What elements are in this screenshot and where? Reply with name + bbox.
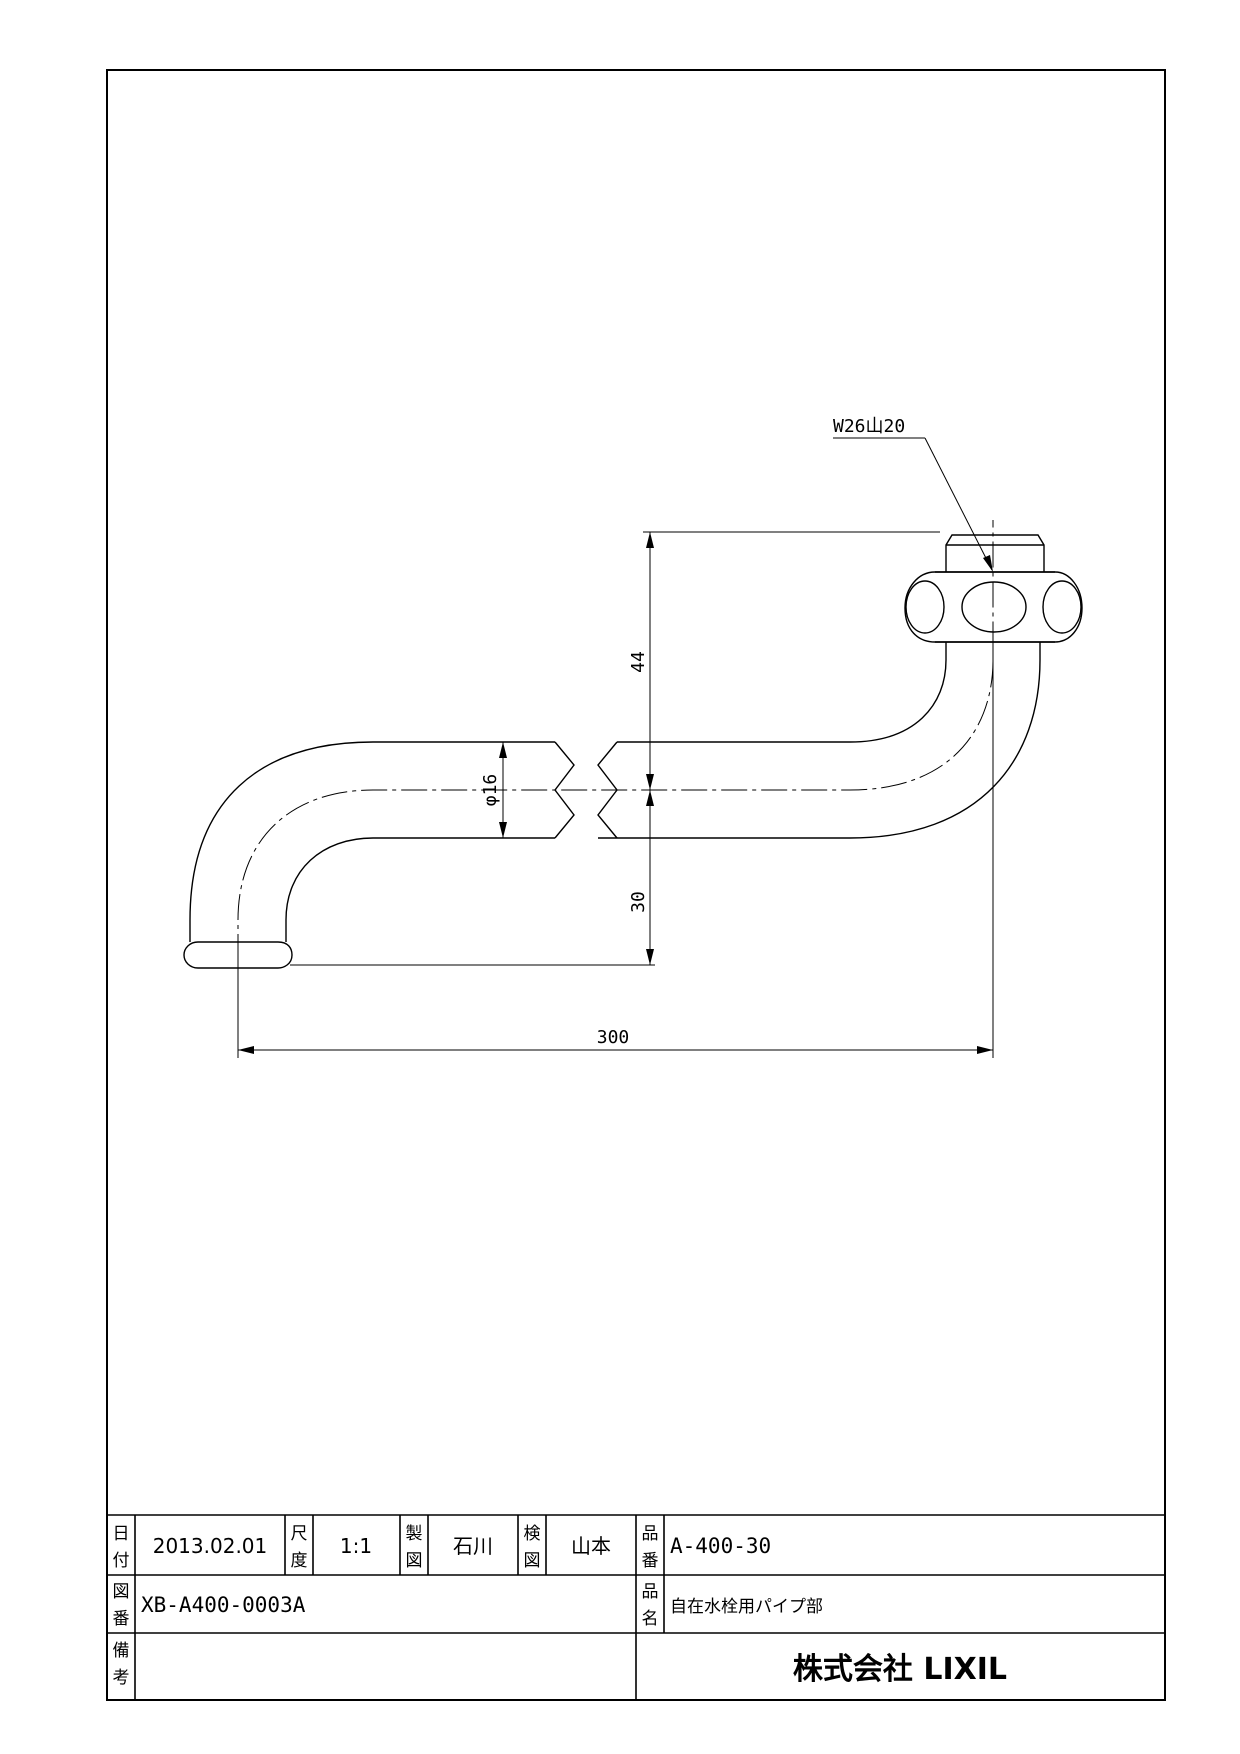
- arrow-dia-top: [499, 742, 507, 758]
- drawing-no-label-top: 図: [113, 1582, 130, 1602]
- checked-by: 山本: [571, 1534, 611, 1558]
- nut-lug-right: [1042, 580, 1082, 634]
- callout-leader: [924, 437, 993, 571]
- drawn-by: 石川: [453, 1534, 493, 1558]
- pipe-outline: [183, 534, 1083, 969]
- checked-label-top: 検: [524, 1524, 541, 1544]
- callout-arrow: [983, 555, 993, 572]
- arrow-300-left: [238, 1046, 254, 1054]
- threaded-collar: [945, 534, 1045, 572]
- pipe-lower-edge-left: [285, 837, 555, 942]
- arrow-dia-bottom: [499, 822, 507, 838]
- thread-callout: W26山20: [833, 416, 905, 437]
- drawn-label-top: 製: [406, 1524, 423, 1544]
- arrow-300-right: [977, 1046, 993, 1054]
- title-block: 日 付 2013.02.01 尺 度 1:1 製 図 石川 検 図 山本 品 番…: [107, 1514, 1165, 1700]
- nut-lug-left: [905, 580, 945, 634]
- center-lines: [237, 520, 994, 960]
- part-name: 自在水栓用パイプ部: [670, 1597, 823, 1617]
- dim-pipe-diameter: φ16: [480, 774, 501, 807]
- pipe-upper-edge-right: [617, 642, 947, 743]
- nut-lug-center: [961, 581, 1027, 633]
- scale-label-top: 尺: [291, 1524, 308, 1544]
- part-number: A-400-30: [670, 1534, 771, 1558]
- arrow-44-top: [646, 532, 654, 548]
- checked-label-bottom: 図: [524, 1551, 541, 1571]
- drawing-frame: [106, 69, 1166, 1701]
- dim-upper-offset: 44: [628, 651, 649, 673]
- part-name-label-bottom: 名: [642, 1609, 659, 1629]
- scale-label-bottom: 度: [291, 1551, 308, 1571]
- part-no-label-top: 品: [642, 1524, 659, 1544]
- company-name: 株式会社 LIXIL: [793, 1652, 1007, 1687]
- remarks-label-bottom: 考: [113, 1668, 130, 1688]
- dim-lower-offset: 30: [628, 891, 649, 913]
- drawing-no-label-bottom: 番: [113, 1609, 130, 1629]
- drawn-label-bottom: 図: [406, 1551, 423, 1571]
- nozzle-cap: [183, 941, 293, 969]
- pipe-lower-edge-right: [598, 642, 1041, 839]
- part-no-label-bottom: 番: [642, 1551, 659, 1571]
- drawing-date: 2013.02.01: [153, 1534, 268, 1558]
- pipe-centerline: [237, 520, 994, 960]
- scale-value: 1:1: [340, 1534, 372, 1558]
- arrow-30-bottom: [646, 949, 654, 965]
- dimensions: 44 30 φ16 300 W26山20: [237, 416, 994, 1058]
- drawing-number: XB-A400-0003A: [141, 1593, 306, 1617]
- pipe-upper-edge-left: [189, 741, 555, 942]
- dim-overall-length: 300: [597, 1027, 630, 1048]
- union-nut-band: [935, 571, 1055, 643]
- remarks-label-top: 備: [113, 1641, 130, 1661]
- part-name-label-top: 品: [642, 1582, 659, 1602]
- date-label-bottom: 付: [113, 1551, 130, 1571]
- arrow-30-top: [646, 790, 654, 806]
- arrow-44-bottom: [646, 774, 654, 790]
- date-label-top: 日: [113, 1524, 130, 1544]
